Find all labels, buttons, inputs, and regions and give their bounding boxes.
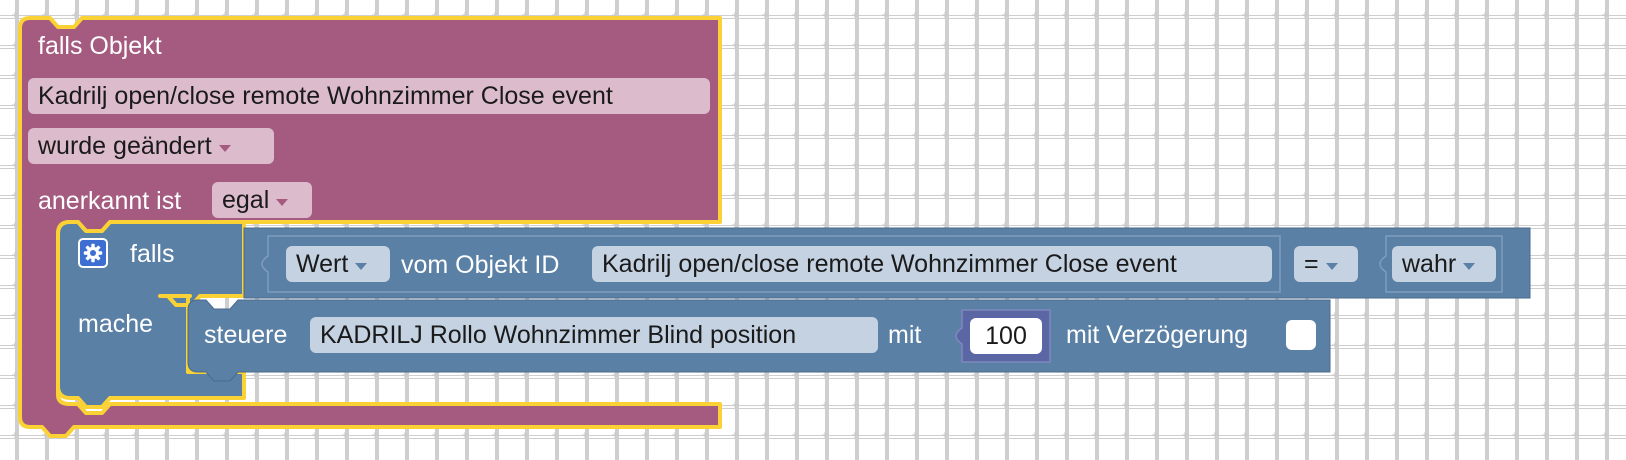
trigger-object-name: Kadrilj open/close remote Wohnzimmer Clo… xyxy=(38,81,613,110)
ack-dropdown-value: egal xyxy=(222,185,270,214)
chevron-down-icon xyxy=(355,262,368,270)
condition-object-field[interactable]: Kadrilj open/close remote Wohnzimmer Clo… xyxy=(592,246,1272,282)
operator-dropdown[interactable]: = xyxy=(1294,246,1358,282)
if-block-shape xyxy=(56,220,246,409)
gear-icon[interactable] xyxy=(78,238,108,268)
bool-dropdown[interactable]: wahr xyxy=(1392,246,1496,282)
trigger-block-shape xyxy=(18,16,722,438)
event-dropdown[interactable]: wurde geändert xyxy=(28,128,274,164)
event-dropdown-value: wurde geändert xyxy=(38,131,212,160)
chevron-down-icon xyxy=(1463,262,1476,270)
control-object-name: KADRILJ Rollo Wohnzimmer Blind position xyxy=(320,320,797,349)
from-object-label: vom Objekt ID xyxy=(401,251,560,279)
ack-dropdown[interactable]: egal xyxy=(212,182,312,218)
chevron-down-icon xyxy=(1325,262,1338,270)
chevron-down-icon xyxy=(218,144,231,152)
control-object-field[interactable]: KADRILJ Rollo Wohnzimmer Blind position xyxy=(310,317,878,353)
condition-object-name: Kadrilj open/close remote Wohnzimmer Clo… xyxy=(602,249,1177,278)
number-input-value: 100 xyxy=(985,321,1027,350)
operator-dropdown-value: = xyxy=(1304,249,1319,278)
trigger-header-label: falls Objekt xyxy=(38,32,162,60)
number-input[interactable]: 100 xyxy=(970,318,1042,354)
do-label: mache xyxy=(78,310,154,338)
gear-icon-glyph xyxy=(83,243,103,263)
delay-checkbox[interactable] xyxy=(1286,320,1316,350)
delay-label: mit Verzögerung xyxy=(1066,321,1249,349)
bool-dropdown-value: wahr xyxy=(1402,249,1457,278)
with-label: mit xyxy=(888,321,922,349)
value-dropdown-value: Wert xyxy=(296,249,349,278)
chevron-down-icon xyxy=(276,198,289,206)
value-dropdown[interactable]: Wert xyxy=(286,246,390,282)
control-label: steuere xyxy=(204,321,288,349)
ack-label: anerkannt ist xyxy=(38,187,182,215)
trigger-object-field[interactable]: Kadrilj open/close remote Wohnzimmer Clo… xyxy=(28,78,710,114)
if-label: falls xyxy=(130,240,175,268)
